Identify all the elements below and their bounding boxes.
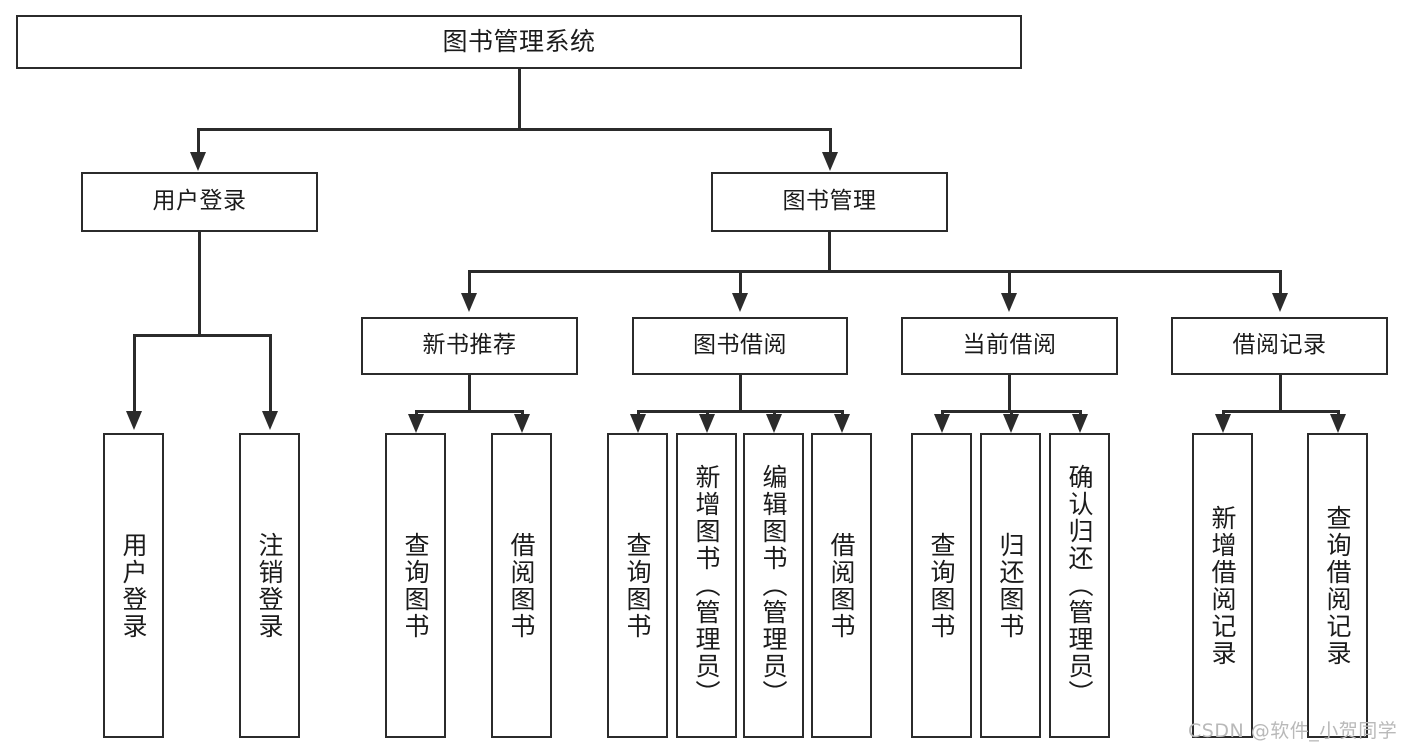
edge-user-login-stem [198, 232, 201, 334]
node-label: 当前借阅 [962, 332, 1057, 359]
arrow-to-new-book-recommend [461, 293, 477, 312]
node-label: 借阅记录 [1232, 332, 1327, 359]
node-root-book-management-system[interactable]: 图书管理系统 [16, 15, 1022, 69]
node-label: 借阅图书 [507, 531, 536, 640]
leaf-borrow-book-borrow[interactable]: 借阅图书 [811, 433, 872, 738]
node-label: 图书管理系统 [442, 27, 596, 56]
arrow-to-book-borrow [732, 293, 748, 312]
node-current-borrow[interactable]: 当前借阅 [901, 317, 1118, 375]
csdn-watermark: CSDN @软件_小贺同学 [1188, 720, 1398, 742]
node-borrow-record[interactable]: 借阅记录 [1171, 317, 1388, 375]
node-label: 借阅图书 [827, 531, 856, 640]
arrow-to-leaf-return-book [1003, 414, 1019, 433]
edge-borrow-record-bar [1222, 410, 1339, 413]
edge-root-stem [518, 69, 521, 128]
leaf-return-book[interactable]: 归还图书 [980, 433, 1041, 738]
node-label: 新增借阅记录 [1208, 504, 1237, 667]
arrow-to-leaf-add-borrow-record [1215, 414, 1231, 433]
arrow-to-leaf-confirm-return-admin [1072, 414, 1088, 433]
arrow-to-current-borrow [1001, 293, 1017, 312]
arrow-to-leaf-logout-login [262, 411, 278, 430]
node-label: 注销登录 [255, 531, 284, 640]
node-label: 确认归还（管理员） [1065, 464, 1094, 707]
leaf-user-login[interactable]: 用户登录 [103, 433, 164, 738]
edge-user-login-bar [133, 334, 271, 337]
arrow-to-leaf-user-login [126, 411, 142, 430]
edge-to-new-book-recommend [468, 270, 471, 295]
node-label: 新书推荐 [422, 332, 517, 359]
edge-to-leaf-logout-login [269, 334, 272, 414]
arrow-to-leaf-borrow-book-2 [834, 414, 850, 433]
arrow-to-borrow-record [1272, 293, 1288, 312]
leaf-add-borrow-record[interactable]: 新增借阅记录 [1192, 433, 1253, 738]
arrow-to-leaf-query-borrow-record [1330, 414, 1346, 433]
edge-to-leaf-user-login [133, 334, 136, 414]
leaf-query-borrow-record[interactable]: 查询借阅记录 [1307, 433, 1368, 738]
node-label: 新增图书（管理员） [692, 464, 721, 707]
edge-book-manage-bar [468, 270, 1279, 273]
arrow-to-leaf-query-book-1 [408, 414, 424, 433]
edge-root-to-book-manage [829, 128, 832, 155]
leaf-edit-book-admin[interactable]: 编辑图书（管理员） [743, 433, 804, 738]
node-user-login[interactable]: 用户登录 [81, 172, 318, 232]
leaf-confirm-return-admin[interactable]: 确认归还（管理员） [1049, 433, 1110, 738]
arrow-to-leaf-borrow-book-1 [514, 414, 530, 433]
node-label: 用户登录 [152, 188, 247, 215]
node-label: 查询图书 [401, 531, 430, 640]
node-label: 用户登录 [119, 531, 148, 640]
arrow-to-leaf-add-book-admin [699, 414, 715, 433]
arrow-to-user-login [190, 152, 206, 171]
leaf-query-book-borrow[interactable]: 查询图书 [607, 433, 668, 738]
node-label: 图书借阅 [693, 332, 787, 359]
edge-current-borrow-stem [1008, 375, 1011, 410]
node-book-management[interactable]: 图书管理 [711, 172, 948, 232]
leaf-add-book-admin[interactable]: 新增图书（管理员） [676, 433, 737, 738]
node-label: 编辑图书（管理员） [759, 464, 788, 707]
edge-book-manage-stem [828, 232, 831, 270]
arrow-to-leaf-query-book-2 [630, 414, 646, 433]
edge-new-book-recommend-bar [415, 410, 523, 413]
edge-root-to-user-login [197, 128, 200, 155]
leaf-query-book-recommend[interactable]: 查询图书 [385, 433, 446, 738]
leaf-borrow-book-recommend[interactable]: 借阅图书 [491, 433, 552, 738]
node-label: 查询图书 [623, 531, 652, 640]
node-label: 图书管理 [782, 188, 877, 215]
edge-root-bar [197, 128, 831, 131]
leaf-query-book-current[interactable]: 查询图书 [911, 433, 972, 738]
node-book-borrow[interactable]: 图书借阅 [632, 317, 848, 375]
node-label: 查询图书 [927, 531, 956, 640]
edge-book-borrow-bar [637, 410, 843, 413]
node-label: 归还图书 [996, 531, 1025, 640]
edge-borrow-record-stem [1279, 375, 1282, 410]
leaf-logout-login[interactable]: 注销登录 [239, 433, 300, 738]
edge-new-book-recommend-stem [468, 375, 471, 410]
edge-to-borrow-record [1279, 270, 1282, 295]
arrow-to-leaf-query-book-3 [934, 414, 950, 433]
arrow-to-book-manage [822, 152, 838, 171]
edge-book-borrow-stem [739, 375, 742, 410]
edge-to-current-borrow [1008, 270, 1011, 295]
node-new-book-recommend[interactable]: 新书推荐 [361, 317, 578, 375]
edge-to-book-borrow [739, 270, 742, 295]
node-label: 查询借阅记录 [1323, 504, 1352, 667]
arrow-to-leaf-edit-book-admin [766, 414, 782, 433]
